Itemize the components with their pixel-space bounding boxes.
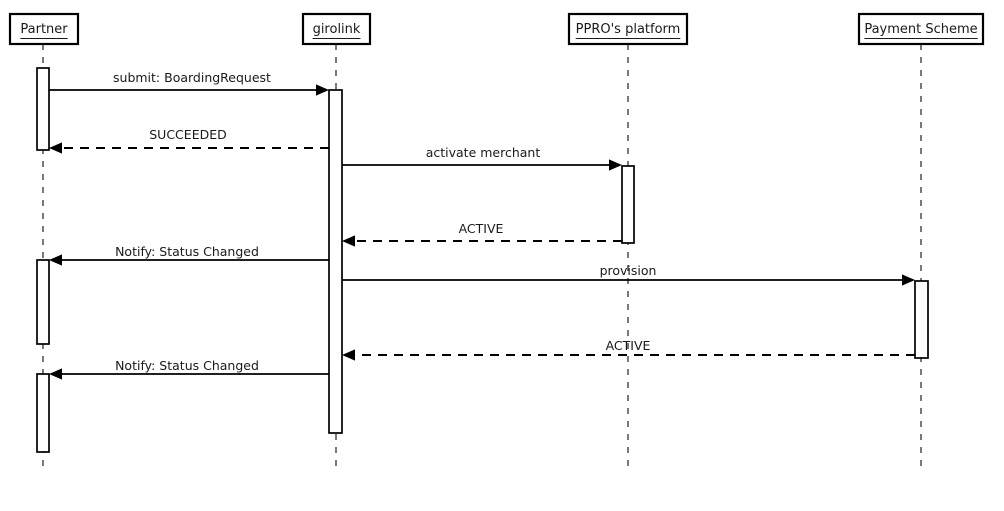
participant-partner[interactable]: Partner: [8, 12, 80, 46]
message-label: activate merchant: [426, 145, 541, 160]
activations-layer: [36, 67, 929, 453]
activation-bar-partner: [36, 373, 50, 453]
message-label: Notify: Status Changed: [115, 244, 259, 259]
participants-layer: Partner girolink PPRO's platform Payment Sc…: [8, 12, 985, 46]
activation-bar-girolink: [328, 89, 343, 434]
participant-label: girolink: [313, 22, 361, 37]
message-label: provision: [600, 263, 657, 278]
message-msg-notify-status-changed-1: Notify: Status Changed: [49, 244, 329, 266]
activation-bar-ppro: [621, 165, 635, 244]
participant-ppro[interactable]: PPRO's platform: [567, 12, 689, 46]
message-msg-active-scheme: ACTIVE: [342, 338, 915, 361]
message-msg-succeeded: SUCCEEDED: [49, 127, 329, 154]
message-msg-activate-merchant: activate merchant: [342, 145, 622, 171]
message-arrowhead: [342, 235, 355, 247]
participant-label: Partner: [20, 22, 68, 37]
participant-payment_scheme[interactable]: Payment Scheme: [857, 12, 985, 46]
message-msg-active-ppro: ACTIVE: [342, 221, 622, 247]
message-msg-provision: provision: [342, 263, 915, 286]
message-arrowhead: [609, 159, 622, 171]
message-msg-notify-status-changed-2: Notify: Status Changed: [49, 358, 329, 380]
participant-label: Payment Scheme: [864, 22, 977, 37]
message-arrowhead: [902, 274, 915, 286]
message-label: Notify: Status Changed: [115, 358, 259, 373]
message-arrowhead: [342, 349, 355, 361]
participant-label: PPRO's platform: [576, 22, 681, 37]
message-label: ACTIVE: [606, 338, 651, 353]
activation-bar-payment_scheme: [914, 280, 929, 359]
participant-girolink[interactable]: girolink: [301, 12, 372, 46]
message-arrowhead: [49, 368, 62, 380]
message-label: submit: BoardingRequest: [113, 70, 271, 85]
message-arrowhead: [49, 254, 62, 266]
message-arrowhead: [49, 142, 62, 154]
message-arrowhead: [316, 84, 329, 96]
activation-bar-partner: [36, 259, 50, 345]
message-label: ACTIVE: [459, 221, 504, 236]
message-label: SUCCEEDED: [149, 127, 226, 142]
message-msg-submit-boarding-request: submit: BoardingRequest: [49, 70, 329, 96]
activation-bar-partner: [36, 67, 50, 151]
